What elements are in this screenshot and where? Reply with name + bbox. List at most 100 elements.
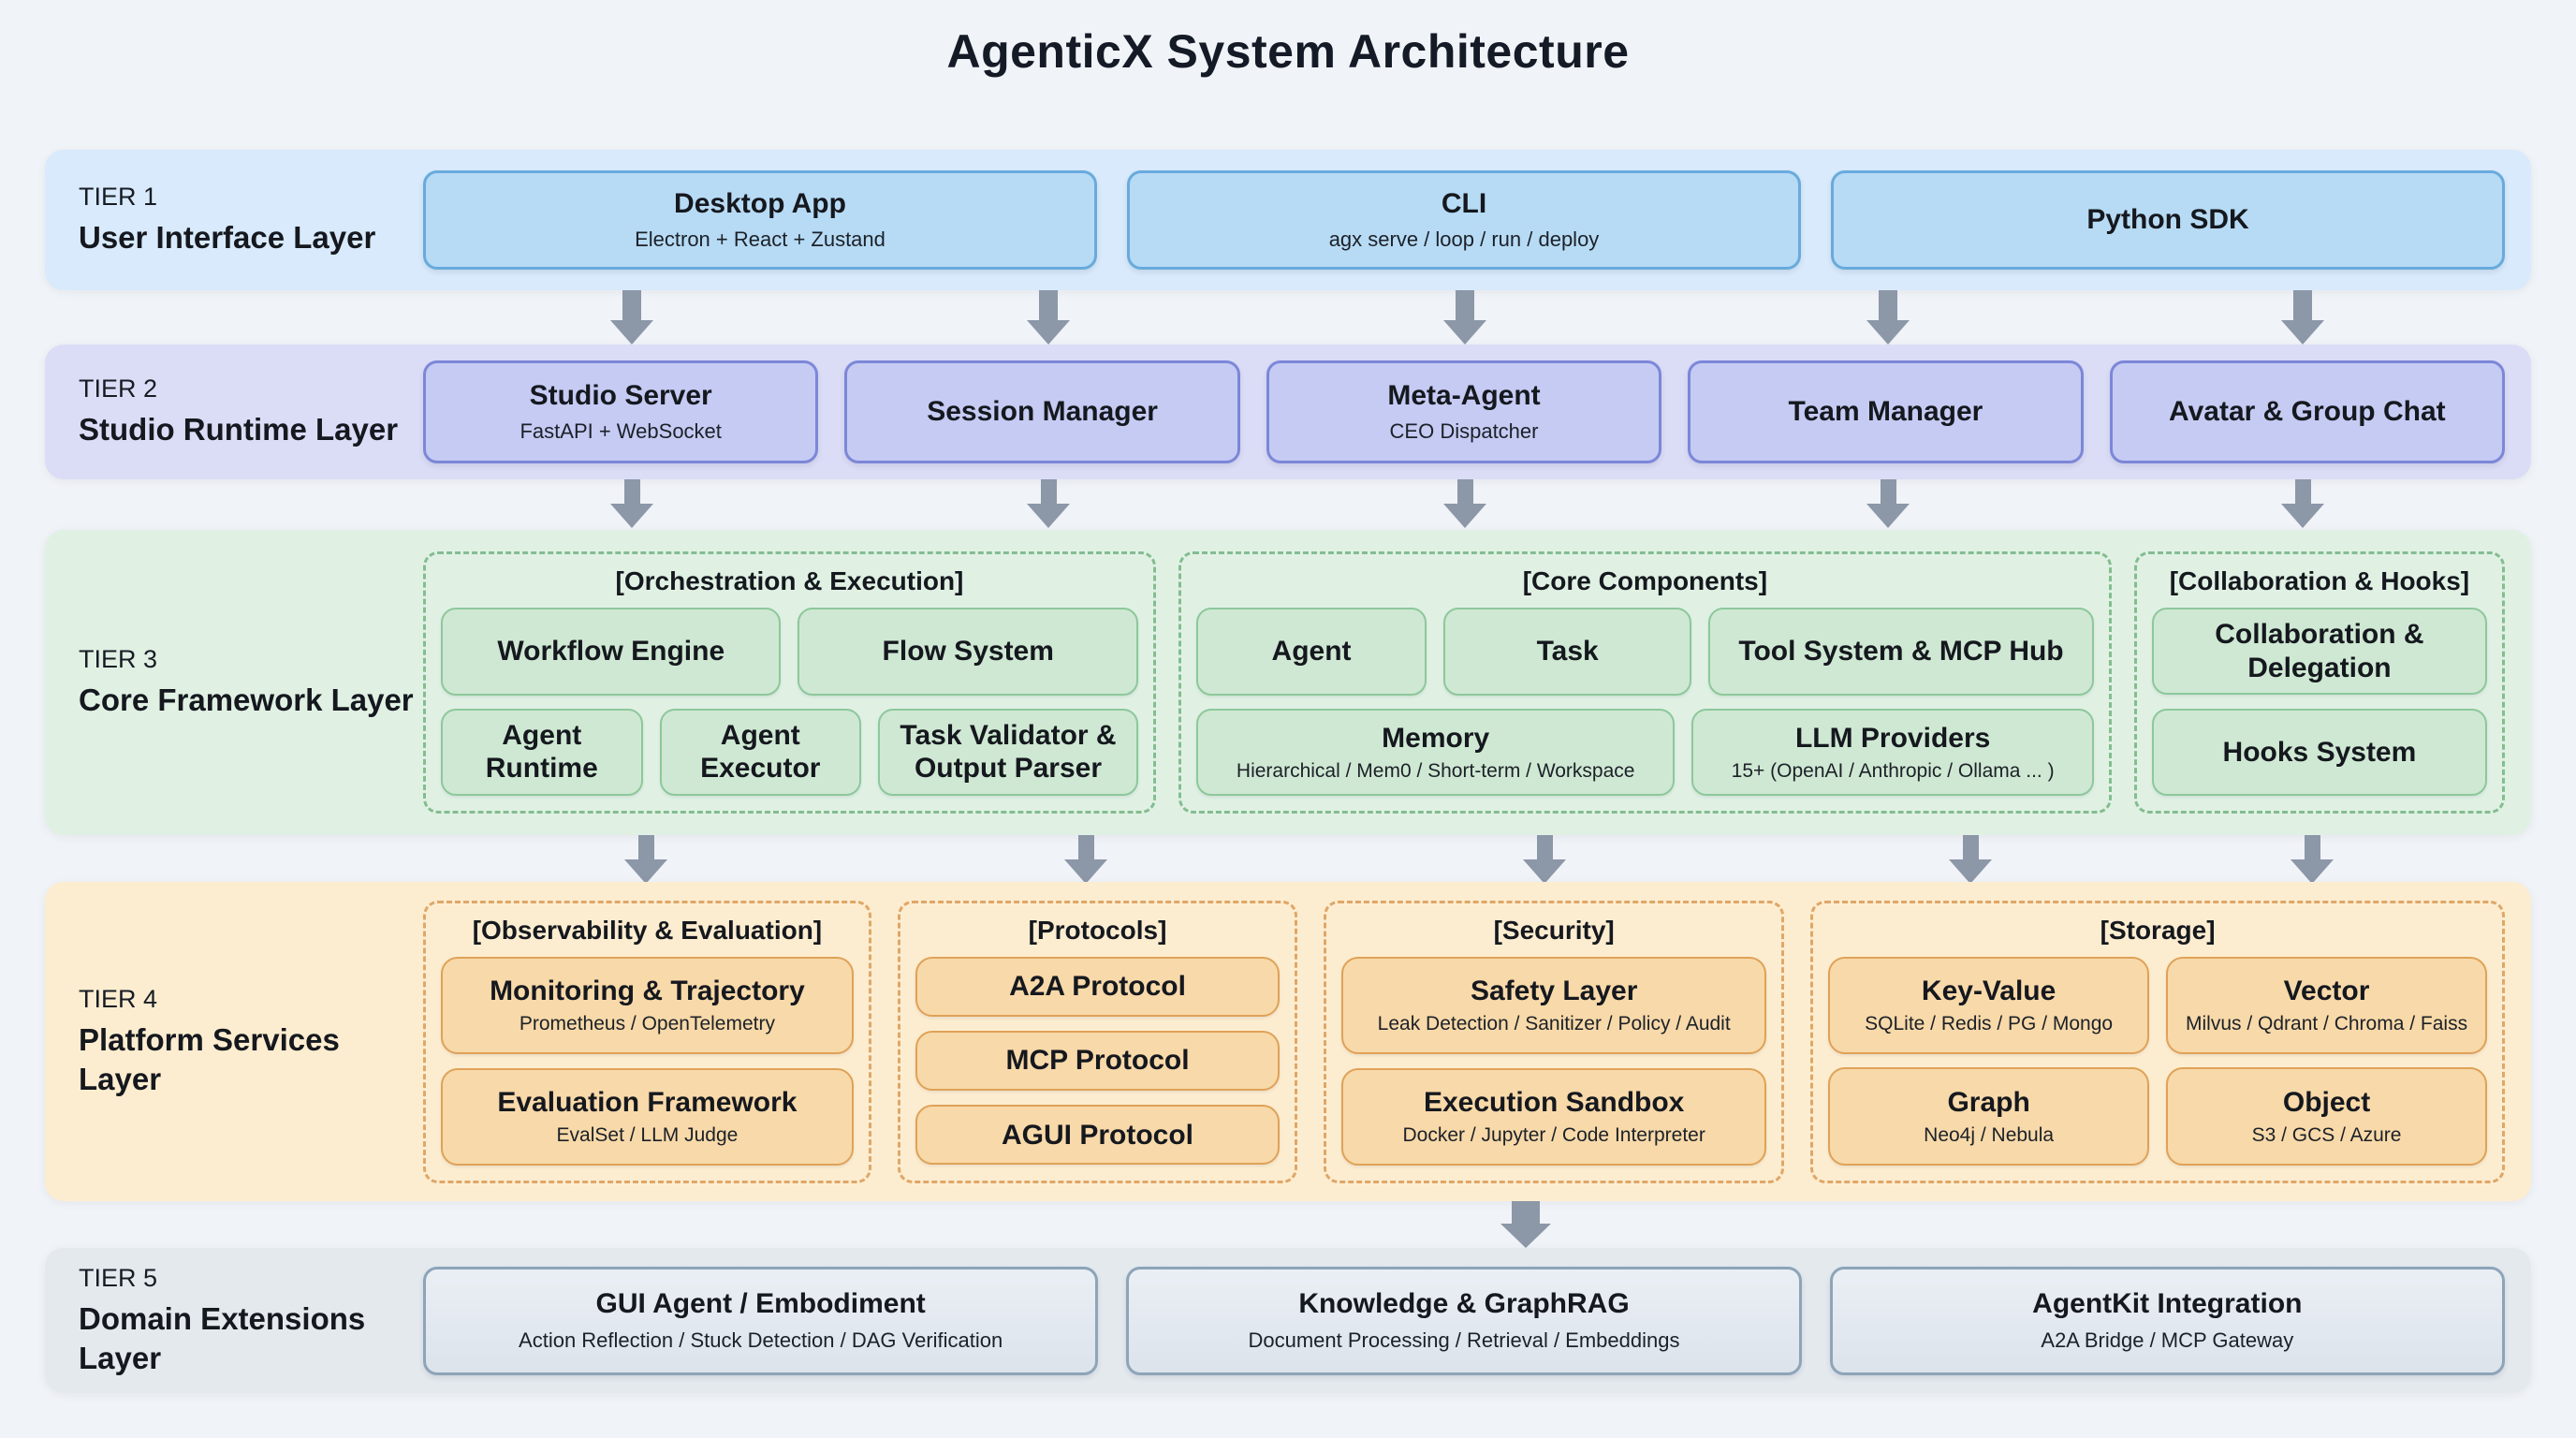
tier-1-label: TIER 1 User Interface Layer (79, 183, 420, 257)
box-collaboration-delegation: Collaboration & Delegation (2151, 608, 2487, 695)
tier-3-content: [Orchestration & Execution] Workflow Eng… (423, 530, 2505, 835)
down-arrow-icon (1866, 479, 1910, 528)
box-gui-agent-embodiment: GUI Agent / Embodiment Action Reflection… (423, 1266, 1099, 1375)
down-arrow-icon (624, 835, 667, 884)
box-title: Collaboration & Delegation (2215, 619, 2424, 683)
box-title: Vector (2283, 976, 2370, 1007)
box-title: Execution Sandbox (1423, 1086, 1685, 1118)
box-subtitle: FastAPI + WebSocket (520, 419, 722, 444)
tier-2-band: TIER 2 Studio Runtime Layer Studio Serve… (45, 345, 2531, 479)
tier-1-band: TIER 1 User Interface Layer Desktop App … (45, 150, 2531, 290)
box-title: Python SDK (2086, 203, 2249, 235)
box-studio-server: Studio Server FastAPI + WebSocket (423, 360, 819, 463)
box-a2a-protocol: A2A Protocol (915, 956, 1281, 1017)
box-task: Task (1443, 608, 1692, 696)
box-subtitle: Electron + React + Zustand (635, 227, 886, 252)
box-tool-system-mcp-hub: Tool System & MCP Hub (1708, 608, 2094, 696)
box-agent-runtime: Agent Runtime (441, 708, 643, 796)
tier-number: TIER 4 (79, 984, 158, 1013)
box-title: LLM Providers (1794, 722, 1991, 754)
box-graph: Graph Neo4j / Nebula (1828, 1067, 2150, 1166)
down-arrow-icon (1443, 479, 1486, 528)
box-title: MCP Protocol (1005, 1045, 1190, 1077)
box-title: Desktop App (674, 187, 846, 219)
down-arrow-icon (1949, 835, 1992, 884)
box-subtitle: Hierarchical / Mem0 / Short-term / Works… (1236, 759, 1635, 782)
box-subtitle: agx serve / loop / run / deploy (1328, 227, 1600, 252)
box-subtitle: Milvus / Qdrant / Chroma / Faiss (2186, 1013, 2468, 1035)
box-subtitle: Action Reflection / Stuck Detection / DA… (519, 1328, 1003, 1352)
box-monitoring-trajectory: Monitoring & Trajectory Prometheus / Ope… (441, 956, 854, 1054)
box-vector: Vector Milvus / Qdrant / Chroma / Faiss (2166, 956, 2487, 1054)
box-title: Safety Layer (1470, 975, 1638, 1006)
group-header: [Collaboration & Hooks] (2169, 566, 2470, 595)
down-arrow-icon (1027, 479, 1070, 528)
arrow-row-3 (0, 835, 2576, 884)
box-title: Team Manager (1788, 395, 1983, 427)
down-arrow-icon (2281, 290, 2324, 345)
tier-number: TIER 1 (79, 182, 158, 211)
box-subtitle: EvalSet / LLM Judge (556, 1124, 739, 1147)
box-title: Task (1536, 636, 1599, 668)
tier-3-band: TIER 3 Core Framework Layer [Orchestrati… (45, 530, 2531, 835)
group-header: [Observability & Evaluation] (472, 915, 823, 945)
tier-4-band: TIER 4 Platform Services Layer [Observab… (45, 882, 2531, 1201)
box-session-manager: Session Manager (844, 360, 1240, 463)
layer-name: Domain Extensions Layer (79, 1300, 366, 1375)
box-title: Hooks System (2222, 736, 2417, 768)
box-title: Graph (1947, 1086, 2030, 1118)
box-title: Agent Executor (700, 719, 821, 785)
arrow-row-1 (0, 290, 2576, 345)
box-title: Avatar & Group Chat (2169, 395, 2446, 427)
box-mcp-protocol: MCP Protocol (915, 1030, 1281, 1092)
arrow-row-2 (0, 479, 2576, 528)
box-key-value: Key-Value SQLite / Redis / PG / Mongo (1828, 956, 2150, 1054)
box-python-sdk: Python SDK (1831, 170, 2505, 270)
tier-2-label: TIER 2 Studio Runtime Layer (79, 374, 420, 449)
box-subtitle: SQLite / Redis / PG / Mongo (1865, 1013, 2114, 1035)
group-collaboration-hooks: [Collaboration & Hooks] Collaboration & … (2133, 551, 2505, 814)
down-arrow-icon (1443, 290, 1486, 345)
box-title: Workflow Engine (497, 636, 725, 668)
page-title: AgenticX System Architecture (946, 25, 1630, 78)
group-header: [Security] (1493, 915, 1615, 945)
box-object: Object S3 / GCS / Azure (2166, 1067, 2487, 1166)
box-title: Meta-Agent (1387, 379, 1541, 411)
group-header: [Orchestration & Execution] (615, 566, 964, 595)
tier-5-content: GUI Agent / Embodiment Action Reflection… (423, 1248, 2505, 1393)
down-arrow-icon (2281, 479, 2324, 528)
box-safety-layer: Safety Layer Leak Detection / Sanitizer … (1341, 956, 1767, 1054)
group-storage: [Storage] Key-Value SQLite / Redis / PG … (1810, 900, 2505, 1183)
box-subtitle: A2A Bridge / MCP Gateway (2041, 1328, 2294, 1352)
box-knowledge-graphrag: Knowledge & GraphRAG Document Processing… (1126, 1266, 1802, 1375)
box-subtitle: CEO Dispatcher (1389, 419, 1539, 444)
box-title: Tool System & MCP Hub (1738, 636, 2064, 668)
box-title: Key-Value (1921, 976, 2056, 1007)
layer-name: Platform Services Layer (79, 1021, 340, 1096)
box-title: Knowledge & GraphRAG (1298, 1288, 1630, 1320)
tier-number: TIER 3 (79, 644, 158, 673)
box-flow-system: Flow System (798, 608, 1138, 696)
box-title: AgentKit Integration (2032, 1288, 2303, 1320)
tier-5-band: TIER 5 Domain Extensions Layer GUI Agent… (45, 1248, 2531, 1393)
box-title: Studio Server (529, 379, 712, 411)
box-title: Evaluation Framework (497, 1086, 798, 1118)
box-title: Task Validator & Output Parser (900, 719, 1117, 785)
box-llm-providers: LLM Providers 15+ (OpenAI / Anthropic / … (1691, 708, 2094, 796)
box-hooks-system: Hooks System (2151, 709, 2487, 796)
down-arrow-icon (1866, 290, 1910, 345)
tier-2-content: Studio Server FastAPI + WebSocket Sessio… (423, 345, 2506, 479)
layer-name: Core Framework Layer (79, 682, 414, 717)
box-title: GUI Agent / Embodiment (595, 1288, 926, 1320)
box-desktop-app: Desktop App Electron + React + Zustand (423, 170, 1097, 270)
down-arrow-icon (2291, 835, 2334, 884)
layer-name: Studio Runtime Layer (79, 411, 399, 447)
group-header: [Core Components] (1522, 566, 1768, 595)
box-subtitle: Neo4j / Nebula (1924, 1123, 2055, 1146)
box-execution-sandbox: Execution Sandbox Docker / Jupyter / Cod… (1341, 1067, 1767, 1166)
group-core-components: [Core Components] Agent Task Tool System… (1178, 551, 2112, 814)
box-agent-executor: Agent Executor (659, 708, 862, 796)
box-title: Monitoring & Trajectory (490, 975, 805, 1006)
box-task-validator-output-parser: Task Validator & Output Parser (878, 708, 1138, 796)
